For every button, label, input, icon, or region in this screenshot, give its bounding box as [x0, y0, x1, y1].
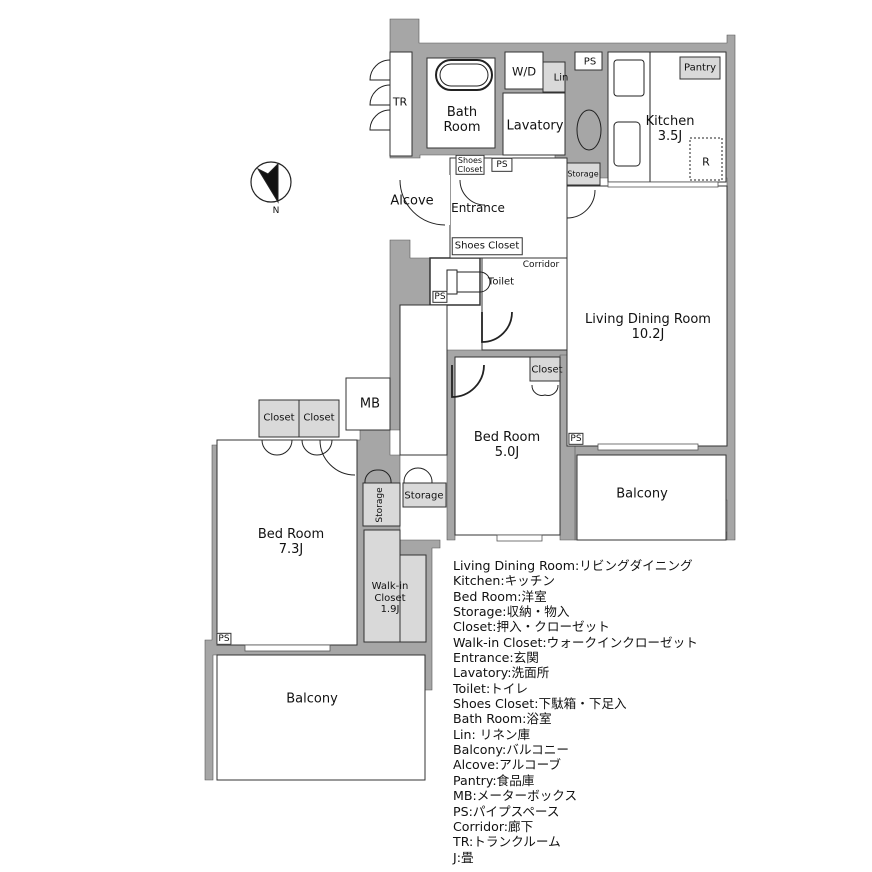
walk-in-closet-line1: Walk-in: [371, 580, 409, 592]
legend-item: Living Dining Room:リビングダイニング: [453, 558, 693, 573]
room-label-lin: Lin: [553, 72, 569, 84]
legend: Living Dining Room:リビングダイニング Kitchen:キッチ…: [453, 558, 698, 865]
bed-room-2-size: 5.0J: [494, 445, 520, 460]
room-label-entrance: Entrance: [451, 201, 505, 216]
room-label-balcony-right: Balcony: [616, 486, 668, 502]
legend-item: J:畳: [453, 849, 474, 865]
room-label-storage-corridor: Storage: [567, 169, 599, 179]
fixtures: [250, 52, 723, 295]
living-dining-size: 10.2J: [631, 327, 665, 342]
legend-item: Lavatory:洗面所: [453, 665, 550, 681]
room-label-lavatory: Lavatory: [506, 118, 564, 134]
room-label-closet-b: Closet: [303, 412, 335, 424]
legend-item: TR:トランクルーム: [453, 834, 561, 850]
room-label-kitchen: Kitchen 3.5J: [645, 114, 695, 145]
legend-item: Entrance:玄関: [453, 650, 539, 666]
room-label-alcove: Alcove: [390, 193, 434, 209]
room-label-ps-top: PS: [583, 56, 597, 68]
room-label-shoes-closet: Shoes Closet: [451, 237, 523, 255]
bed-room-2-name: Bed Room: [473, 430, 541, 446]
kitchen-size: 3.5J: [657, 129, 683, 144]
legend-item: Bath Room:浴室: [453, 711, 552, 727]
storage-fills: [258, 56, 721, 643]
room-label-closet-a: Closet: [263, 412, 295, 424]
room-label-wd: W/D: [511, 64, 537, 79]
room-label-walk-in-closet: Walk-in Closet 1.9J: [372, 581, 409, 616]
doors: [261, 59, 596, 484]
room-label-pantry: Pantry: [684, 62, 716, 74]
room-label-closet-bed2: Closet: [531, 364, 563, 376]
legend-item: Shoes Closet:下駄箱・下足入: [453, 696, 627, 712]
room-label-living-dining: Living Dining Room 10.2J: [585, 312, 711, 343]
compass-north-label: N: [272, 205, 280, 216]
room-label-refrigerator: R: [702, 155, 710, 169]
kitchen-name: Kitchen: [645, 114, 695, 130]
room-label-tr: TR: [392, 95, 408, 109]
room-label-bath-line2: Room: [443, 120, 481, 135]
legend-item: MB:メーターボックス: [453, 788, 578, 804]
room-label-toilet: Toilet: [487, 276, 515, 288]
room-label-bath-line1: Bath: [446, 105, 478, 121]
room-label-ps-living: PS: [568, 432, 584, 446]
legend-item: Closet:押入・クローゼット: [453, 619, 610, 635]
bed-room-1-size: 7.3J: [278, 542, 304, 557]
room-label-bed-room-2: Bed Room 5.0J: [473, 430, 541, 461]
legend-item: Alcove:アルコーブ: [453, 757, 562, 773]
walk-in-closet-line2: Closet: [374, 592, 406, 604]
shoes-closet-small-line1: Shoes: [457, 155, 483, 165]
windows: [244, 181, 719, 652]
shoes-closet-small-line2: Closet: [457, 165, 483, 174]
legend-item: Toilet:トイレ: [453, 680, 528, 696]
room-label-corridor: Corridor: [522, 259, 560, 270]
legend-item: Pantry:食品庫: [453, 772, 535, 788]
compass-icon: [250, 161, 292, 204]
room-label-bed-room-1: Bed Room 7.3J: [257, 527, 325, 558]
legend-item: Lin: リネン庫: [453, 726, 531, 742]
room-label-ps-toilet: PS: [432, 290, 448, 304]
room-label-bath-room: Bath Room: [443, 105, 481, 136]
legend-item: Bed Room:洋室: [453, 588, 547, 604]
room-label-mb: MB: [359, 396, 381, 412]
room-label-storage-horizontal: Storage: [404, 490, 444, 502]
living-dining-name: Living Dining Room: [585, 312, 711, 328]
walk-in-closet-size: 1.9J: [380, 603, 400, 615]
room-label-storage-vertical: Storage: [374, 487, 385, 523]
rooms: [216, 51, 728, 781]
legend-item: Kitchen:キッチン: [453, 573, 555, 589]
legend-item: Balcony:バルコニー: [453, 742, 569, 758]
room-label-balcony-left: Balcony: [286, 691, 338, 707]
room-label-shoes-closet-small: Shoes Closet: [455, 154, 485, 176]
legend-item: Storage:収納・物入: [453, 604, 570, 620]
legend-item: Walk-in Closet:ウォークインクローゼット: [453, 634, 698, 650]
legend-item: Corridor:廊下: [453, 818, 534, 834]
bed-room-1-name: Bed Room: [257, 527, 325, 543]
legend-item: PS:パイプスペース: [453, 803, 560, 819]
room-label-ps-bed1: PS: [216, 632, 232, 646]
room-label-ps-entrance: PS: [491, 157, 513, 173]
